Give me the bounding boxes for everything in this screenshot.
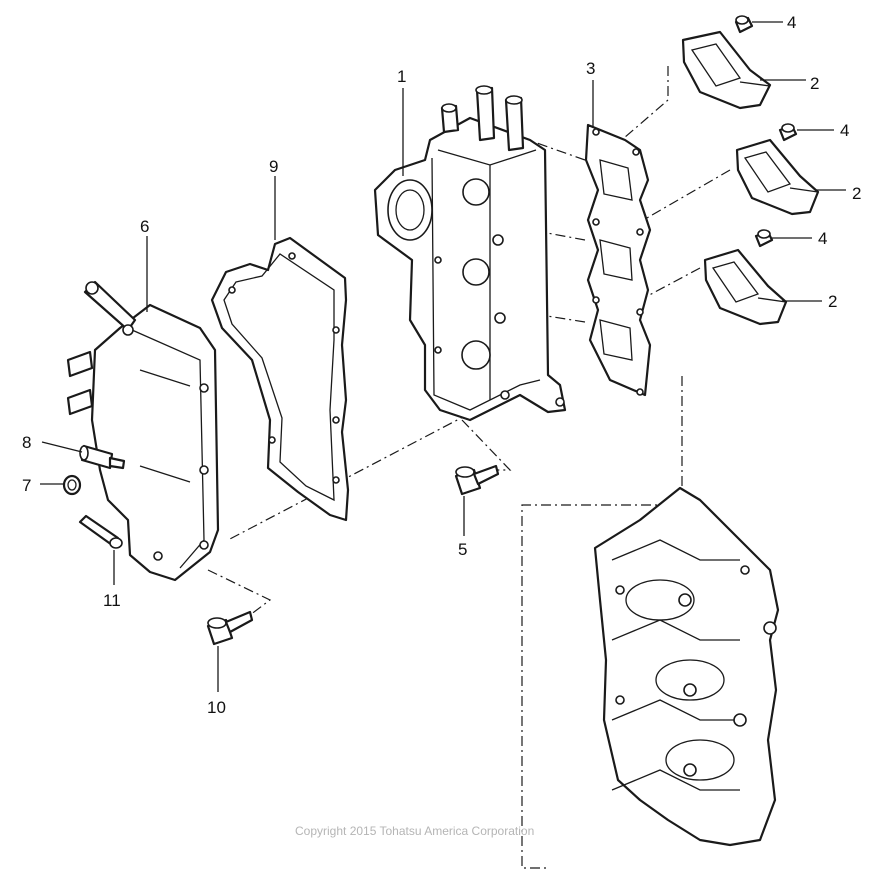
plug-part — [206, 610, 254, 646]
screw-part — [734, 15, 754, 34]
plug-part — [454, 464, 500, 496]
callout-4: 4 — [840, 121, 849, 140]
screw-part — [754, 229, 774, 248]
callout-10: 10 — [207, 698, 226, 717]
callout-2: 2 — [828, 292, 837, 311]
callout-9: 9 — [269, 157, 278, 176]
o-ring-part — [62, 474, 82, 496]
copyright-notice: Copyright 2015 Tohatsu America Corporati… — [295, 824, 535, 838]
gasket-center-part — [210, 236, 350, 522]
leader-lines — [40, 21, 846, 692]
callout-5: 5 — [458, 540, 467, 559]
reed-valve-part — [703, 248, 788, 326]
callout-2: 2 — [852, 184, 861, 203]
screw-part — [778, 123, 798, 142]
gasket-right-part — [584, 123, 652, 397]
head-cover-part — [66, 280, 220, 582]
cylinder-block-part — [593, 486, 780, 847]
cylinder-head-part — [373, 85, 567, 422]
callout-1: 1 — [397, 67, 406, 86]
bolt-part — [78, 514, 123, 549]
callout-7: 7 — [22, 476, 31, 495]
callout-4: 4 — [818, 229, 827, 248]
reed-valve-part — [735, 138, 820, 216]
callout-11: 11 — [103, 591, 121, 610]
pin-part — [79, 444, 126, 470]
reed-valve-part — [681, 30, 772, 110]
callout-4: 4 — [787, 13, 796, 32]
callout-8: 8 — [22, 433, 31, 452]
callout-6: 6 — [140, 217, 149, 236]
callout-3: 3 — [586, 59, 595, 78]
callout-2: 2 — [810, 74, 819, 93]
callout-labels: 1 2 2 2 3 4 4 4 5 6 7 8 9 10 11 — [22, 13, 861, 717]
